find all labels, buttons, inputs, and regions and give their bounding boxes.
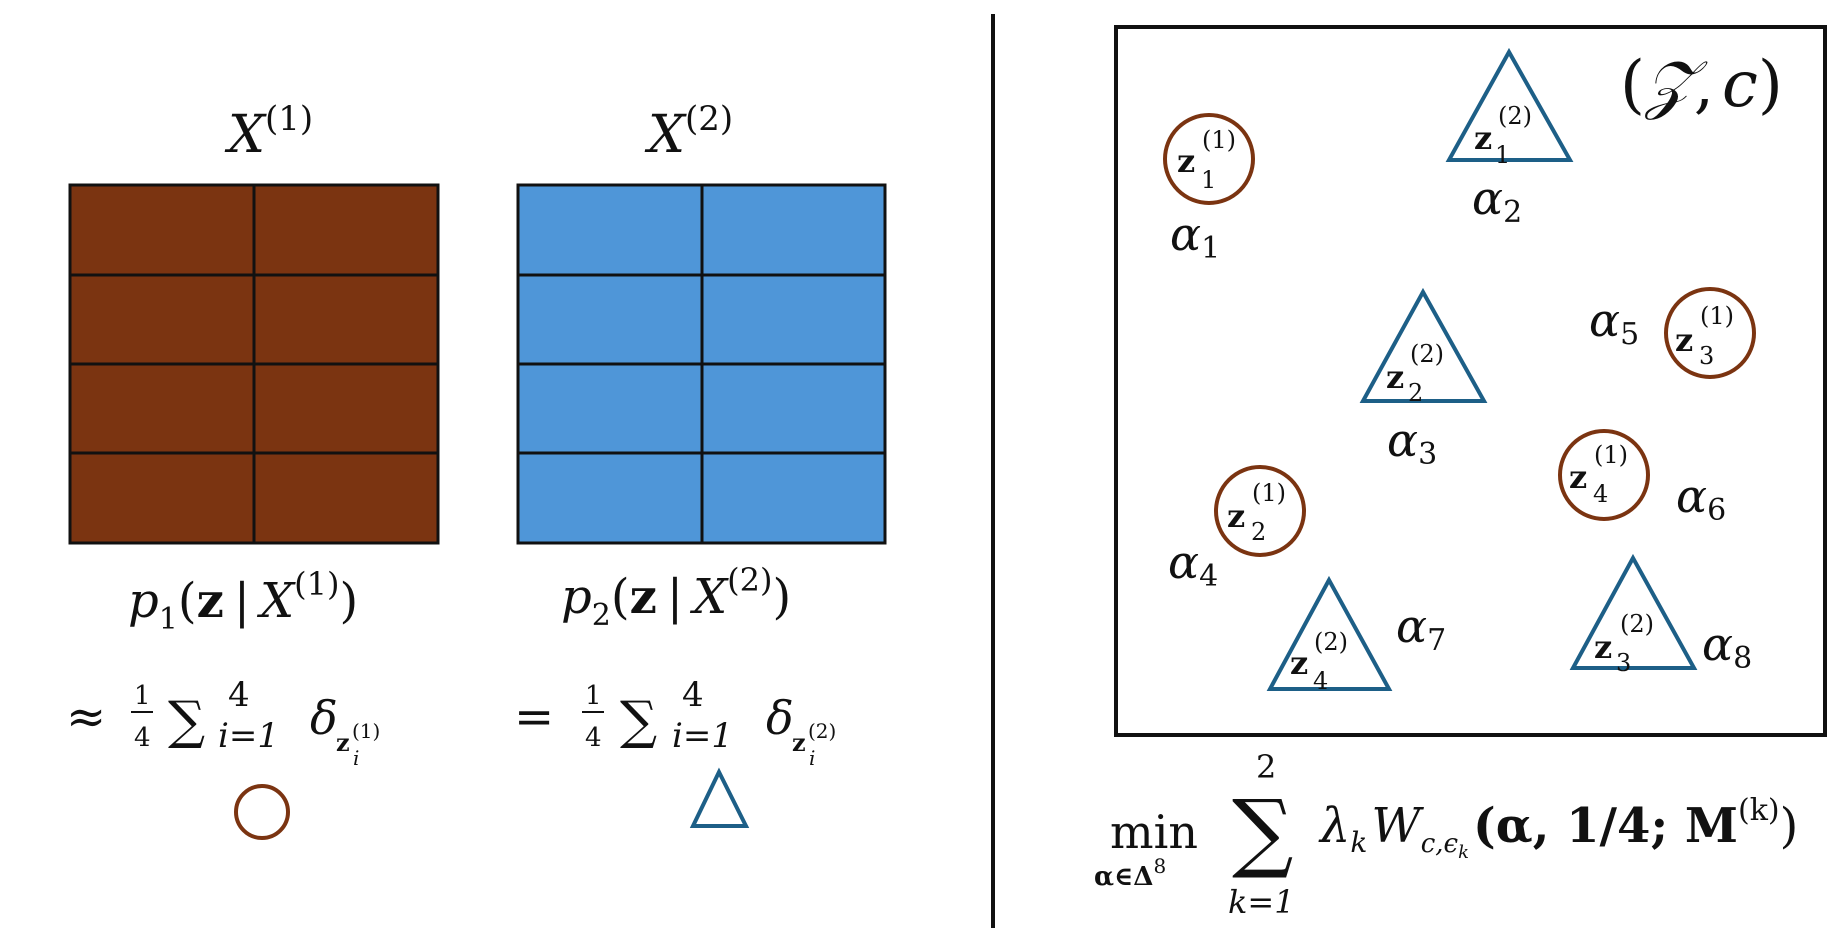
svg-text:4: 4: [1593, 480, 1608, 508]
svg-text:≈: ≈: [66, 689, 106, 745]
svg-text:i: i: [809, 746, 815, 770]
svg-text:(1): (1): [1594, 441, 1628, 469]
svg-text:z: z: [1386, 358, 1404, 396]
svg-text:k=1: k=1: [1228, 883, 1295, 921]
p1-label: p1(z|X(1)): [128, 565, 358, 637]
svg-text:δ: δ: [766, 691, 794, 745]
svg-text:1: 1: [1201, 166, 1216, 194]
svg-text:i=1: i=1: [218, 716, 279, 756]
svg-text:4: 4: [682, 675, 704, 715]
svg-text:2: 2: [1256, 748, 1276, 786]
empirical-approx-1: ≈ 1 4 ∑ 4 i=1 δ z (1) i: [66, 675, 380, 770]
empirical-approx-2: = 1 4 ∑ 4 i=1 δ z (2) i: [514, 675, 836, 770]
svg-text:α7: α7: [1396, 599, 1446, 658]
svg-text:3: 3: [1699, 342, 1714, 370]
svg-text:(2): (2): [1498, 102, 1532, 130]
node-z3-2: z (2) 3 α8: [1569, 553, 1752, 677]
x2-title: X(2): [644, 99, 733, 165]
svg-text:1: 1: [1495, 141, 1510, 169]
svg-text:∑: ∑: [1232, 782, 1293, 882]
svg-text:(1): (1): [352, 719, 380, 743]
node-z3-1: z (1) 3 α5: [1589, 287, 1756, 379]
svg-text:(2): (2): [808, 719, 836, 743]
svg-text:(2): (2): [1410, 340, 1444, 368]
svg-text:α5: α5: [1589, 293, 1639, 352]
space-label: (𝒵,c): [1620, 48, 1783, 122]
svg-text:z: z: [336, 728, 350, 757]
svg-text:1: 1: [585, 681, 602, 711]
svg-text:1: 1: [134, 681, 151, 711]
latent-space-box: [1114, 25, 1827, 737]
svg-text:(1): (1): [1202, 126, 1236, 154]
svg-text:α6: α6: [1676, 469, 1726, 528]
svg-text:∑: ∑: [168, 691, 205, 751]
svg-text:i: i: [353, 746, 359, 770]
node-z1-1: z (1) 1 α1: [1163, 113, 1255, 266]
svg-text:z: z: [1474, 119, 1492, 157]
svg-text:(2): (2): [1620, 610, 1654, 638]
svg-text:z: z: [1177, 142, 1195, 180]
svg-text:z: z: [1290, 644, 1308, 682]
svg-text:α∈Δ8: α∈Δ8: [1094, 854, 1166, 892]
svg-text:2: 2: [1408, 379, 1423, 407]
objective-formula: min α∈Δ8 ∑ 2 k=1 λkWc,ϵk(α, 1/4; M(k)): [1094, 748, 1798, 921]
node-z2-1: z (1) 2 α4: [1168, 465, 1306, 594]
svg-text:=: =: [514, 689, 554, 745]
svg-text:λkWc,ϵk(α, 1/4; M(k)): λkWc,ϵk(α, 1/4; M(k)): [1318, 793, 1798, 863]
x1-title: X(1): [224, 99, 313, 165]
svg-text:(1): (1): [1700, 302, 1734, 330]
triangle-icon: [689, 767, 750, 828]
svg-text:α4: α4: [1168, 535, 1218, 594]
p2-label: p2(z|X(2)): [561, 561, 791, 633]
svg-text:z: z: [1675, 321, 1693, 359]
circle-icon: [234, 784, 290, 840]
svg-text:α2: α2: [1472, 171, 1522, 230]
node-z1-2: z (2) 1 α2: [1445, 47, 1574, 230]
node-z4-2: z (2) 4 α7: [1266, 575, 1446, 695]
node-z4-1: z (1) 4 α6: [1558, 429, 1726, 528]
svg-text:2: 2: [1251, 518, 1266, 546]
svg-text:z: z: [1569, 458, 1587, 496]
data-matrix-1: [68, 183, 440, 545]
svg-text:δ: δ: [310, 691, 338, 745]
svg-text:4: 4: [228, 675, 250, 715]
svg-text:4: 4: [134, 723, 151, 753]
svg-text:3: 3: [1616, 649, 1631, 677]
svg-text:∑: ∑: [620, 691, 657, 751]
data-matrix-2: [516, 183, 887, 545]
svg-text:α1: α1: [1170, 207, 1220, 266]
svg-text:α3: α3: [1387, 413, 1437, 472]
svg-text:(1): (1): [1252, 479, 1286, 507]
svg-text:z: z: [1227, 497, 1245, 535]
svg-text:4: 4: [1313, 667, 1328, 695]
svg-text:i=1: i=1: [672, 716, 733, 756]
svg-text:α8: α8: [1702, 617, 1752, 676]
svg-text:(2): (2): [1314, 628, 1348, 656]
svg-text:4: 4: [585, 723, 602, 753]
svg-text:z: z: [1594, 628, 1612, 666]
node-z2-2: z (2) 2 α3: [1359, 287, 1488, 472]
svg-text:min: min: [1110, 805, 1198, 859]
svg-text:z: z: [792, 728, 806, 757]
